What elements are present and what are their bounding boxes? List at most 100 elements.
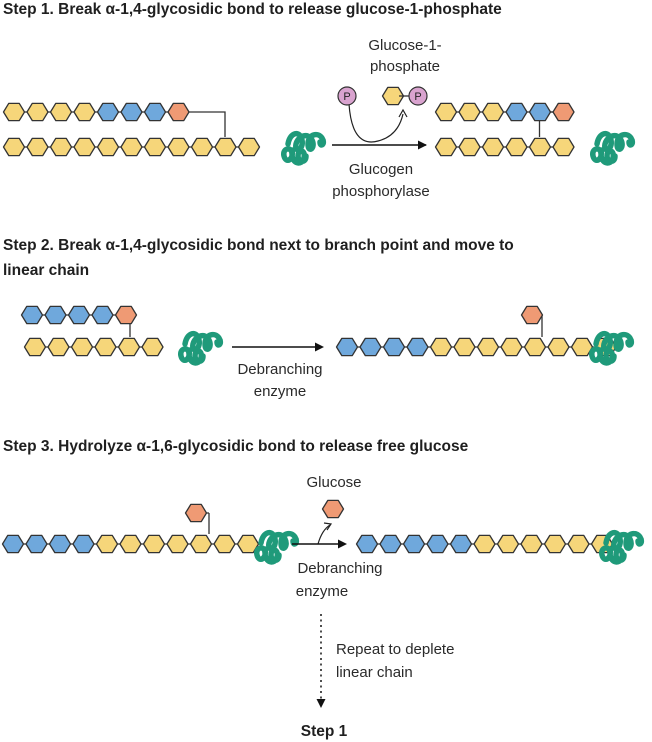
repeat-label-line2: linear chain [336, 664, 413, 681]
step3-title: Step 3. Hydrolyze α-1,6-glycosidic bond … [3, 438, 469, 455]
branch-glucose-hexagon [91, 305, 114, 325]
glucose-hexagon [473, 534, 496, 554]
glucose-hexagon [49, 102, 73, 122]
terminal-glucose-hexagon [321, 499, 345, 519]
branch-glucose-hexagon [20, 305, 44, 325]
branch-glucose-hexagon [379, 534, 402, 554]
glucose-hexagon [2, 102, 26, 122]
step2-title-line2: linear chain [3, 262, 89, 279]
phosphate-transfer-arrowhead [398, 108, 408, 118]
glycogenin-icon [281, 130, 327, 166]
step3-arrowhead [338, 539, 347, 549]
terminal-glucose-hexagon [114, 305, 138, 325]
step2-enzyme-line1: Debranching [237, 361, 322, 378]
branch-glucose-hexagon [25, 534, 48, 554]
branch-glucose-hexagon [143, 102, 167, 122]
glucose-hexagon [570, 337, 594, 357]
glucose-hexagon [120, 137, 143, 157]
glucose-hexagon [496, 534, 520, 554]
branch-glucose-hexagon [120, 102, 143, 122]
glucose-hexagon [453, 337, 476, 357]
glucose-hexagon [237, 137, 261, 157]
glucose-hexagon [142, 534, 166, 554]
glucose-hexagon [47, 337, 70, 357]
glucose-hexagon [73, 102, 96, 122]
glucose-hexagon [476, 337, 500, 357]
step1-enzyme-line2: phosphorylase [332, 183, 430, 200]
glucose-hexagon [94, 337, 117, 357]
glycogenin-enzymes [178, 130, 645, 565]
glucose-hexagon [481, 137, 505, 157]
branch-glucose-hexagon [96, 102, 120, 122]
step2-arrowhead [315, 342, 324, 352]
alpha-1-6-branch-bond [178, 111, 226, 137]
glucose-hexagon [429, 337, 453, 357]
glucose-hexagon [543, 534, 567, 554]
branch-glucose-hexagon [359, 337, 382, 357]
branch-glucose-hexagon [335, 337, 359, 357]
phosphate-icon: P [337, 86, 357, 106]
glucose-1-phosphate-label-line1: Glucose-1- [368, 37, 441, 54]
branch-glucose-hexagon [44, 305, 67, 325]
glucose-release-arc [317, 524, 331, 545]
glucose-hexagon [23, 337, 47, 357]
glucose-hexagon [547, 337, 570, 357]
glycogenin-icon [590, 130, 636, 166]
branch-glucose-hexagon [72, 534, 95, 554]
glucose-hexagon [70, 337, 94, 357]
glucose-hexagon [167, 137, 190, 157]
glucose-hexagon [381, 86, 405, 106]
glucose-hexagon [2, 137, 26, 157]
glucose-hexagon [434, 102, 458, 122]
branch-glucose-hexagon [426, 534, 449, 554]
loop-back-step1-label: Step 1 [301, 723, 348, 740]
repeat-label-line1: Repeat to deplete [336, 641, 454, 658]
glucose-hexagon [73, 137, 96, 157]
step3-enzyme-line2: enzyme [296, 583, 349, 600]
step2-title-line1: Step 2. Break α-1,4-glycosidic bond next… [3, 237, 514, 254]
glucose-hexagon [214, 137, 237, 157]
glucose-hexagon [95, 534, 119, 554]
terminal-glucose-hexagon [184, 503, 208, 523]
glucose-hexagon [567, 534, 590, 554]
glucose-release-arrowhead [323, 522, 333, 531]
step2-enzyme-line2: enzyme [254, 383, 307, 400]
released-glucose-label: Glucose [306, 474, 361, 491]
glucose-hexagon [190, 137, 214, 157]
branch-glucose-hexagon [48, 534, 72, 554]
glucose-hexagon [189, 534, 213, 554]
phosphate-transfer-arc [348, 103, 404, 143]
phosphate-label: P [343, 91, 350, 103]
glucose-hexagon [26, 102, 49, 122]
branch-glucose-hexagon [67, 305, 91, 325]
glucose-hexagon [552, 137, 575, 157]
terminal-glucose-hexagon [520, 305, 544, 325]
glucose-hexagon [523, 337, 547, 357]
glucose-hexagon [117, 337, 141, 357]
glucose-hexagon [119, 534, 142, 554]
phosphate-icon: P [408, 86, 428, 106]
glycogenin-icon [589, 330, 635, 366]
glycogenin-icon [178, 330, 224, 366]
glucose-hexagon [458, 137, 481, 157]
terminal-glucose-hexagon [552, 102, 575, 122]
glucose-hexagon [213, 534, 236, 554]
branch-glucose-hexagon [528, 102, 552, 122]
glucose-hexagon [143, 137, 167, 157]
step1-arrowhead [418, 140, 427, 150]
glucose-hexagon [26, 137, 49, 157]
step3-enzyme-line1: Debranching [297, 560, 382, 577]
glucose-hexagon [236, 534, 260, 554]
glucose-1-phosphate-label-line2: phosphate [370, 58, 440, 75]
glucose-hexagon [505, 137, 528, 157]
branch-glucose-hexagon [382, 337, 406, 357]
glucose-hexagon [500, 337, 523, 357]
glucose-hexagon [481, 102, 505, 122]
glycogenin-icon [599, 529, 645, 565]
glucose-residues [1, 86, 617, 554]
glucose-hexagon [49, 137, 73, 157]
glucose-hexagon [141, 337, 164, 357]
terminal-glucose-hexagon [167, 102, 190, 122]
glucose-hexagon [434, 137, 458, 157]
branch-glucose-hexagon [402, 534, 426, 554]
